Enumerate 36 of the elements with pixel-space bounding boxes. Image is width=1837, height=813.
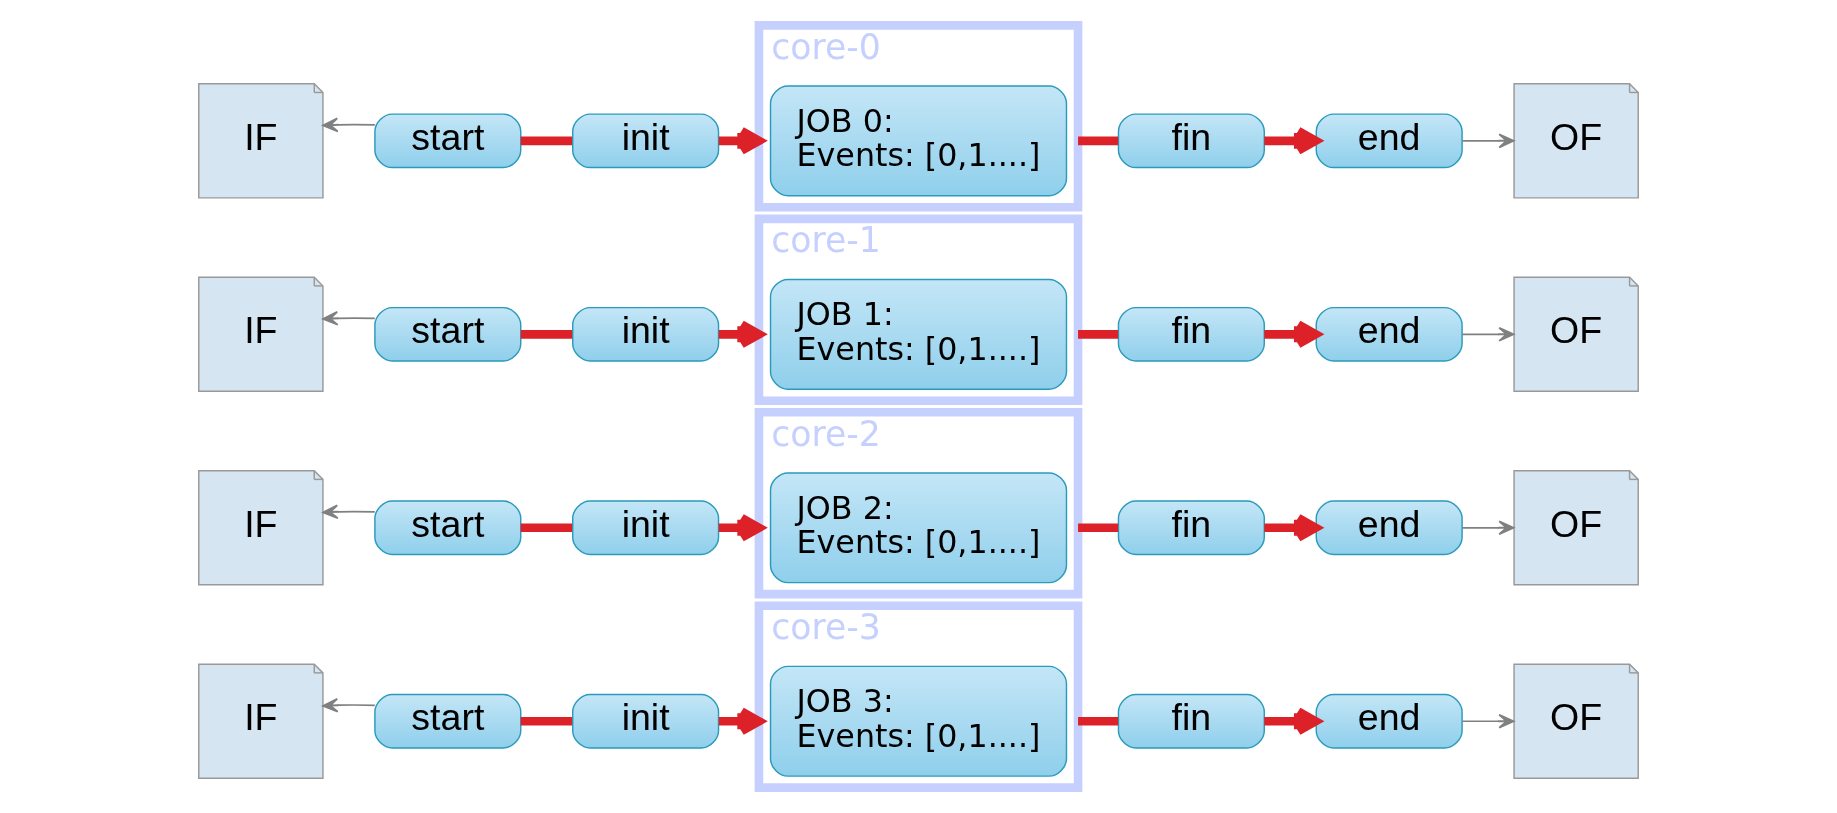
connector [1078,330,1119,339]
connector [1078,136,1119,146]
connector [520,716,573,726]
node-box: fin [1117,113,1265,169]
arrow [322,310,376,326]
node-box: start [374,693,522,749]
node-box: start [374,113,522,169]
node-box: end [1315,500,1463,556]
node-box: init [572,113,720,169]
arrow [1461,713,1515,729]
connector [1078,523,1119,533]
connector [520,523,573,533]
node-box: end [1315,113,1463,169]
node-box: JOB 2: Events: [0,1....] [769,472,1068,584]
arrow [322,504,376,520]
node-box: init [572,306,720,362]
node-box: JOB 3: Events: [0,1....] [769,665,1068,777]
arrow [322,117,376,133]
node-box: init [572,500,720,556]
node-box: init [572,693,720,749]
node-box: end [1315,693,1463,749]
connector [1078,716,1119,726]
node-box: start [374,500,522,556]
arrow [1461,520,1515,536]
arrow [322,697,376,713]
node-box: fin [1117,693,1265,749]
node-box: start [374,306,522,362]
connector [520,136,573,146]
node-box: fin [1117,500,1265,556]
node-box: JOB 1: Events: [0,1....] [769,278,1068,390]
arrow [1461,326,1515,342]
connector [520,330,573,339]
arrow [1461,133,1515,149]
node-box: end [1315,306,1463,362]
node-box: fin [1117,306,1265,362]
node-box: JOB 0: Events: [0,1....] [769,85,1068,197]
